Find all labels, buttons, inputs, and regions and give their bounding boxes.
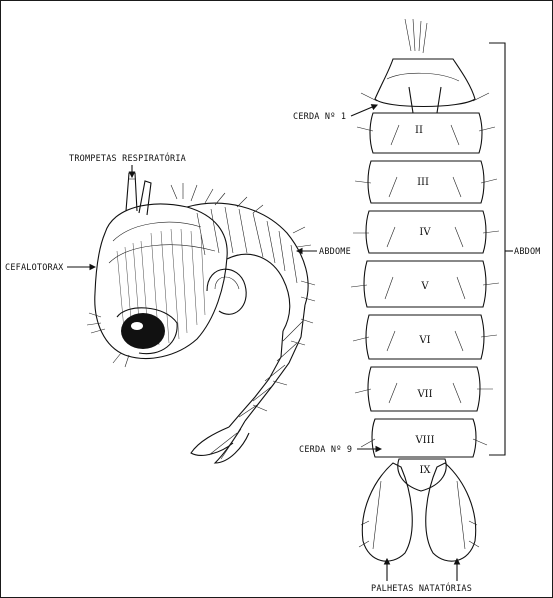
- label-palhetas-text: PALHETAS NATATÓRIAS: [371, 582, 472, 594]
- label-abdome-left-text: ABDOME: [319, 247, 351, 257]
- segment-label-viii: VIII: [414, 435, 434, 446]
- segment-label-vi: VI: [418, 335, 430, 346]
- label-abdome-right-text: ABDOM: [514, 247, 541, 257]
- label-cefalotorax: CEFALOTORAX: [5, 263, 95, 273]
- segment-label-ix: IX: [419, 465, 431, 476]
- segment-label-v: V: [420, 281, 429, 292]
- label-palhetas: PALHETAS NATATÓRIAS: [371, 559, 472, 594]
- segment-numerals: II III IV V VI VII VIII IX: [414, 125, 434, 476]
- label-cerda9-text: CERDA Nº 9: [299, 445, 352, 455]
- label-cerda1-text: CERDA Nº 1: [293, 112, 346, 122]
- segment-label-vii: VII: [416, 389, 432, 400]
- abdomen-bracket: [489, 43, 513, 455]
- label-trompetas-text: TROMPETAS RESPIRATÓRIA: [69, 152, 186, 164]
- label-abdome-right: ABDOM: [514, 247, 541, 257]
- swimming-paddles-drawing: [359, 463, 479, 561]
- label-trompetas: TROMPETAS RESPIRATÓRIA: [69, 152, 186, 177]
- segment-label-iv: IV: [419, 227, 431, 238]
- label-cerda1: CERDA Nº 1: [293, 105, 377, 122]
- segment-label-ii: II: [415, 125, 423, 136]
- abdomen-lateral-drawing: [187, 203, 308, 463]
- segment-label-iii: III: [417, 177, 429, 188]
- label-cerda9: CERDA Nº 9: [299, 445, 381, 455]
- pupa-lateral-drawing: [87, 173, 315, 463]
- label-cefalotorax-text: CEFALOTORAX: [5, 263, 64, 273]
- cephalothorax-drawing: [95, 204, 227, 358]
- label-abdome-left: ABDOME: [297, 247, 351, 257]
